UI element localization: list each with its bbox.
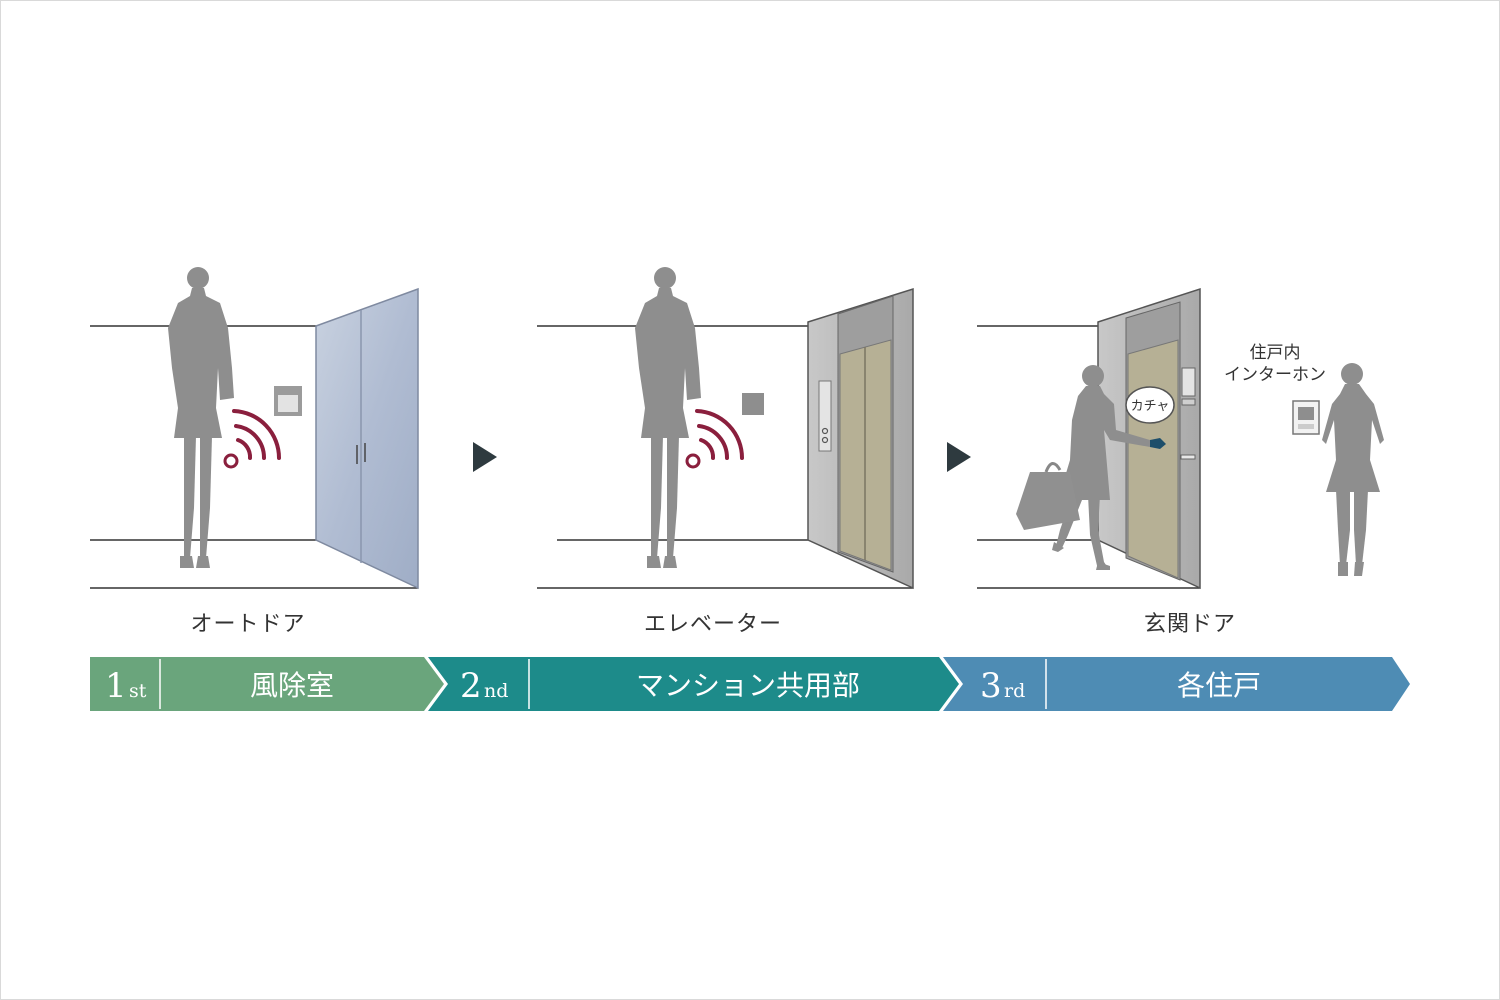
banner-segment-3 <box>943 657 1410 711</box>
signal-waves-icon <box>695 409 745 460</box>
door-intercom-panel <box>1181 367 1196 397</box>
step1-suffix: st <box>129 680 147 702</box>
call-button-up <box>821 427 829 435</box>
glass-auto-door <box>315 287 419 590</box>
step3-suffix: rd <box>1004 680 1025 702</box>
woman-silhouette-icon <box>168 267 234 568</box>
door-handle <box>1180 454 1196 460</box>
intercom-label: 住戸内 インターホン <box>1210 342 1340 386</box>
panel-auto-door <box>90 267 419 590</box>
woman-with-bag-icon <box>1016 365 1150 570</box>
caption-elevator: エレベーター <box>643 612 782 637</box>
flow-arrow-2 <box>947 442 971 472</box>
step3-number: 3 <box>980 666 1002 706</box>
woman-silhouette-icon <box>635 267 701 568</box>
step1-number: 1 <box>105 666 127 706</box>
flow-arrow-1 <box>473 442 497 472</box>
entrance-door <box>1127 339 1179 579</box>
step2-label: マンション共用部 <box>636 669 860 702</box>
step2-suffix: nd <box>484 680 508 702</box>
step1-label: 風除室 <box>250 669 334 702</box>
call-button-down <box>821 436 829 444</box>
intercom-label-line1: 住戸内 <box>1249 343 1301 363</box>
elevator-call-panel <box>818 380 832 452</box>
card-reader-icon <box>742 393 764 415</box>
step2-number: 2 <box>460 666 482 706</box>
shopping-bag-icon <box>1016 472 1080 530</box>
caption-entrance-door: 玄関ドア <box>1143 612 1236 637</box>
step3-label: 各住戸 <box>1177 669 1261 702</box>
intercom-device-icon <box>1292 400 1320 435</box>
progress-banner: 1 st 風除室 2 nd マンション共用部 3 rd 各住戸 <box>90 657 1410 711</box>
banner-segment-1 <box>90 657 444 711</box>
caption-auto-door: オートドア <box>190 612 306 637</box>
panel-elevator <box>537 267 914 590</box>
banner-segment-2 <box>428 657 959 711</box>
panel-entrance-door: カチャ <box>977 287 1384 590</box>
key-tag-icon <box>223 453 239 469</box>
signal-waves-icon <box>232 409 282 460</box>
key-icon <box>1150 438 1166 449</box>
key-tag-icon <box>685 453 701 469</box>
bubble-text: カチャ <box>1131 399 1170 414</box>
speech-bubble: カチャ <box>1125 386 1175 424</box>
intercom-label-line2: インターホン <box>1224 365 1326 385</box>
resident-silhouette-icon <box>1322 363 1384 576</box>
